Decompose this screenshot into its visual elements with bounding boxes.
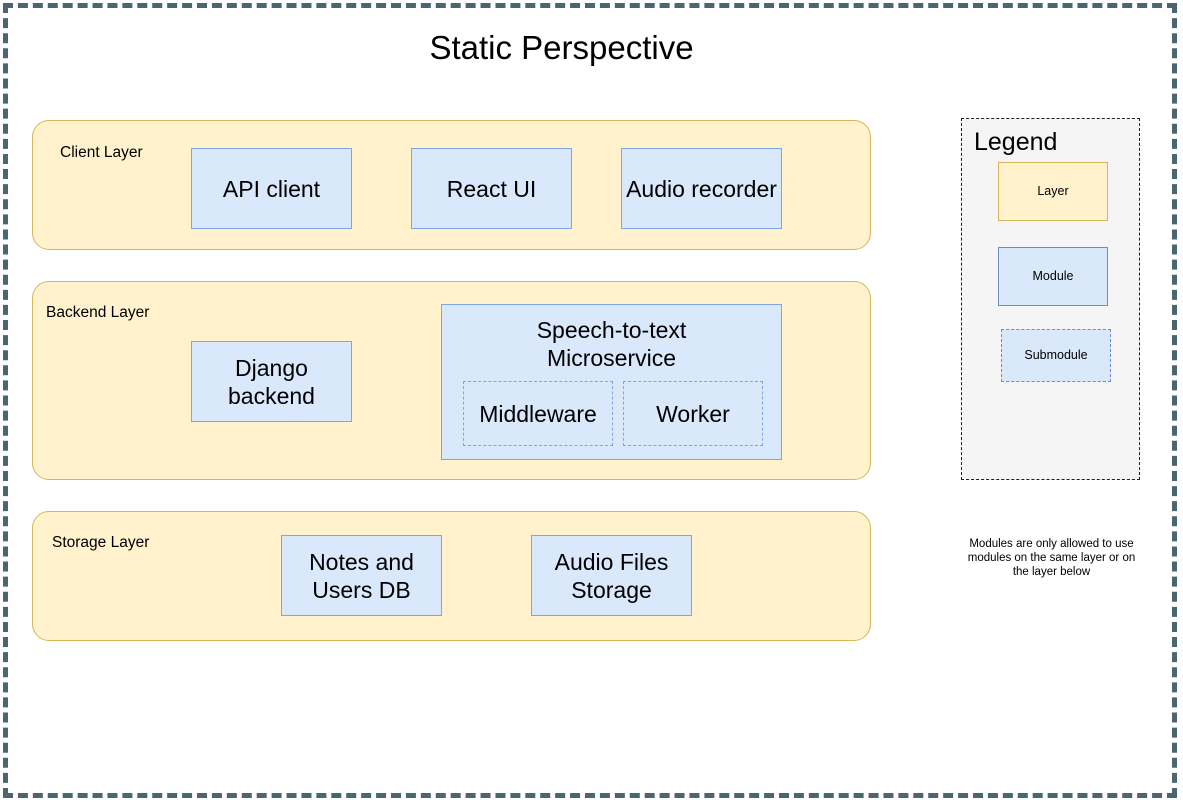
page-title: Static Perspective xyxy=(429,29,694,66)
submodule-label: Middleware xyxy=(479,400,597,427)
module-speech-to-text-microservice[interactable]: Speech-to-text Microservice Middleware W… xyxy=(441,304,782,460)
legend-swatch-submodule: Submodule xyxy=(1001,329,1111,382)
module-audio-files-storage[interactable]: Audio Files Storage xyxy=(531,535,692,616)
module-react-ui[interactable]: React UI xyxy=(411,148,572,229)
legend-note: Modules are only allowed to use modules … xyxy=(967,538,1136,578)
module-label: Notes and Users DB xyxy=(309,548,414,603)
layer-label-storage: Storage Layer xyxy=(52,534,150,551)
module-audio-recorder[interactable]: Audio recorder xyxy=(621,148,782,229)
legend-title: Legend xyxy=(974,128,1058,156)
module-label: Audio recorder xyxy=(626,175,777,202)
legend-swatch-layer: Layer xyxy=(998,162,1108,221)
legend-swatch-label: Layer xyxy=(1037,184,1069,198)
module-label: React UI xyxy=(446,175,537,202)
legend-panel: Legend Layer Module Submodule Modules ar… xyxy=(961,118,1140,578)
legend-swatch-module: Module xyxy=(998,247,1108,306)
module-label: Django backend xyxy=(228,354,315,409)
layer-storage[interactable]: Storage Layer xyxy=(32,511,871,641)
submodule-worker[interactable]: Worker xyxy=(623,381,763,446)
layer-label-client: Client Layer xyxy=(60,144,143,161)
layer-label-backend: Backend Layer xyxy=(46,304,150,321)
module-label: Speech-to-text Microservice xyxy=(536,317,687,371)
module-label: Audio Files Storage xyxy=(554,548,669,603)
legend-swatch-label: Submodule xyxy=(1024,348,1088,362)
submodule-label: Worker xyxy=(656,400,730,427)
submodule-middleware[interactable]: Middleware xyxy=(463,381,613,446)
legend-swatch-label: Module xyxy=(1032,269,1074,283)
module-django-backend[interactable]: Django backend xyxy=(191,341,352,422)
module-api-client[interactable]: API client xyxy=(191,148,352,229)
module-notes-and-users-db[interactable]: Notes and Users DB xyxy=(281,535,442,616)
module-label: API client xyxy=(222,175,321,202)
